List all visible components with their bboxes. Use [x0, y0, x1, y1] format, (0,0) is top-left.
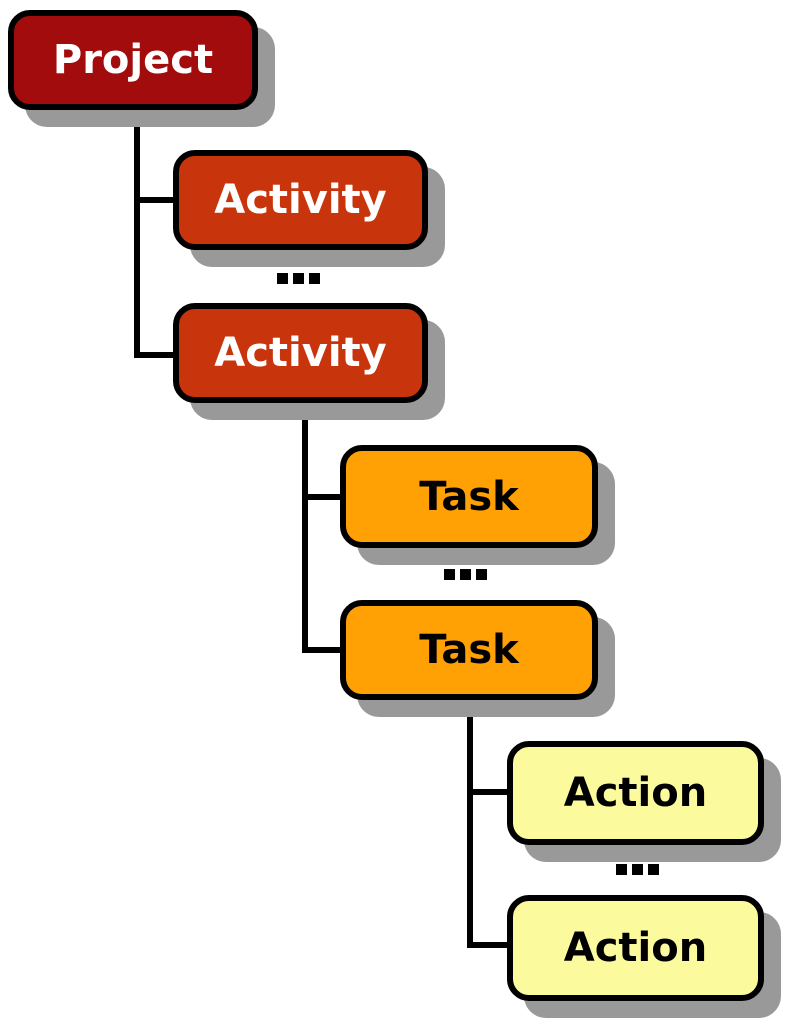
- connector-activity-top-branch: [134, 197, 178, 203]
- node-task-top-label: Task: [419, 473, 519, 520]
- node-action-bottom: Action: [507, 895, 764, 1001]
- node-task-bottom: Task: [340, 600, 598, 700]
- ellipsis-dot: [293, 273, 304, 284]
- node-task-top: Task: [340, 445, 598, 548]
- ellipsis-dot: [616, 864, 627, 875]
- ellipsis-dot: [476, 569, 487, 580]
- connector-project-vertical: [134, 105, 140, 358]
- connector-task-top-branch: [302, 494, 344, 500]
- node-activity-top-label: Activity: [214, 177, 387, 223]
- connector-task-vertical: [467, 697, 473, 948]
- ellipsis-dot: [632, 864, 643, 875]
- ellipsis-dot: [460, 569, 471, 580]
- node-activity-top: Activity: [173, 150, 428, 250]
- ellipsis-tasks: [444, 569, 487, 580]
- node-task-bottom-label: Task: [419, 627, 519, 673]
- ellipsis-dot: [277, 273, 288, 284]
- ellipsis-dot: [309, 273, 320, 284]
- ellipsis-dot: [444, 569, 455, 580]
- node-action-top: Action: [507, 741, 764, 845]
- ellipsis-activities: [277, 273, 320, 284]
- node-activity-bottom: Activity: [173, 303, 428, 403]
- ellipsis-dot: [648, 864, 659, 875]
- node-project: Project: [8, 10, 258, 110]
- connector-action-bottom-branch: [467, 942, 511, 948]
- connector-activity-bottom-branch: [134, 352, 178, 358]
- node-action-bottom-label: Action: [563, 925, 708, 971]
- ellipsis-actions: [616, 864, 659, 875]
- connector-action-top-branch: [467, 789, 511, 795]
- node-activity-bottom-label: Activity: [214, 330, 387, 376]
- node-action-top-label: Action: [563, 770, 708, 816]
- connector-activity-vertical: [302, 400, 308, 653]
- node-project-label: Project: [52, 37, 214, 83]
- connector-task-bottom-branch: [302, 647, 344, 653]
